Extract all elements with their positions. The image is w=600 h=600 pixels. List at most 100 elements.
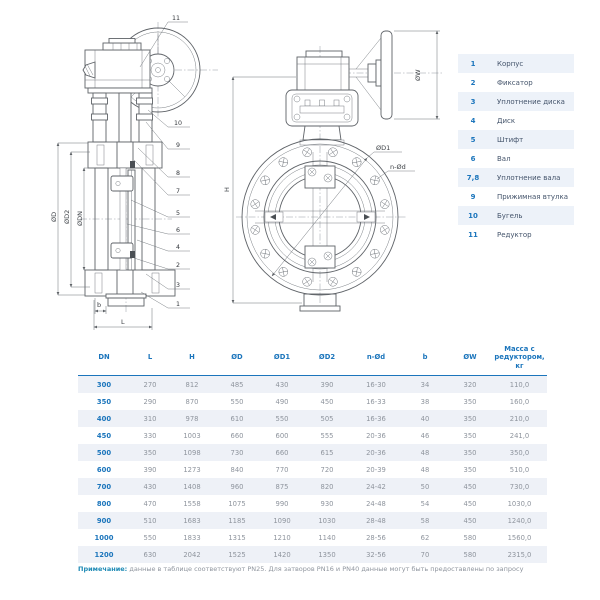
dim-label-l: L [121, 318, 125, 326]
cell-value: 40 [420, 414, 430, 423]
cell-value: 1560,0 [507, 533, 532, 542]
cell-value: 430 [275, 380, 289, 389]
dim-label-odn: ØDN [76, 211, 84, 226]
cell-value: 50 [420, 482, 430, 491]
cell-value: 615 [320, 448, 334, 457]
legend-item-number: 6 [470, 154, 476, 163]
cell-value: 450 [320, 397, 334, 406]
cell-value: 16-30 [366, 380, 386, 389]
cell-value: 960 [230, 482, 244, 491]
legend-item-label: Диск [497, 116, 516, 125]
cell-value: 20-36 [366, 448, 386, 457]
cell-value: 870 [185, 397, 199, 406]
cell-value: 730 [230, 448, 244, 457]
cell-value: 350,0 [509, 448, 530, 457]
cell-value: 2315,0 [507, 550, 532, 559]
column-header: L [147, 353, 153, 362]
legend-item-number: 2 [470, 78, 476, 87]
cell-value: 470 [143, 499, 157, 508]
cell-value: 350 [463, 414, 477, 423]
side-dimensions: ØD ØD2 ØDN b L [50, 142, 153, 330]
cell-value: 550 [143, 533, 157, 542]
cell-value: 32-56 [366, 550, 386, 559]
legend-item: 11 Редуктор [458, 225, 574, 244]
legend-item-number: 11 [468, 230, 478, 239]
side-view: ØD ØD2 ØDN b L 11 10 9 8 7 [50, 15, 218, 330]
cell-value: 930 [320, 499, 334, 508]
cell-value: 485 [230, 380, 244, 389]
cell-dn: 300 [96, 380, 112, 389]
cell-value: 450 [463, 516, 477, 525]
cell-value: 610 [230, 414, 244, 423]
cell-value: 20-39 [366, 465, 386, 474]
legend-item-label: Уплотнение диска [497, 97, 565, 106]
cell-value: 28-56 [366, 533, 386, 542]
cell-value: 430 [143, 482, 157, 491]
cell-value: 875 [275, 482, 289, 491]
cell-value: 390 [143, 465, 157, 474]
yoke-bracket [87, 87, 153, 144]
cell-value: 1833 [183, 533, 201, 542]
cell-value: 1350 [318, 550, 336, 559]
cell-value: 390 [320, 380, 334, 389]
cell-value: 110,0 [509, 380, 530, 389]
cell-value: 1683 [183, 516, 201, 525]
cell-value: 24-48 [366, 499, 386, 508]
column-header: ØD2 [318, 353, 336, 362]
footnote-label: Примечание: [78, 565, 128, 573]
cell-value: 350 [463, 397, 477, 406]
legend-item-number: 7,8 [466, 173, 480, 182]
cell-value: 310 [143, 414, 157, 423]
cell-value: 1098 [183, 448, 201, 457]
cell-value: 510,0 [509, 465, 530, 474]
cell-value: 1090 [273, 516, 291, 525]
cell-value: 1273 [183, 465, 201, 474]
valve-technical-drawing: ØD ØD2 ØDN b L 11 10 9 8 7 [50, 15, 442, 330]
cell-value: 34 [420, 380, 430, 389]
legend-item-label: Фиксатор [497, 78, 533, 87]
cell-value: 550 [230, 397, 244, 406]
cell-value: 1030,0 [507, 499, 532, 508]
cell-value: 290 [143, 397, 157, 406]
callout-8: 8 [176, 170, 180, 177]
cell-value: 505 [320, 414, 334, 423]
cell-value: 350 [463, 431, 477, 440]
legend-item: 7,8 Уплотнение вала [458, 168, 574, 187]
cell-value: 160,0 [509, 397, 530, 406]
legend-item-number: 10 [468, 211, 478, 220]
cell-value: 16-36 [366, 414, 386, 423]
legend-item-label: Уплотнение вала [497, 173, 561, 182]
cell-value: 16-33 [366, 397, 386, 406]
cell-dn: 400 [96, 414, 112, 423]
cell-value: 555 [320, 431, 334, 440]
cell-value: 600 [275, 431, 289, 440]
front-handwheel: ØW [349, 30, 440, 120]
gearbox [82, 38, 151, 89]
cell-value: 1075 [228, 499, 246, 508]
cell-value: 1315 [228, 533, 246, 542]
cell-value: 320 [463, 380, 477, 389]
cell-dn: 700 [96, 482, 112, 491]
cell-value: 812 [185, 380, 199, 389]
cell-value: 580 [463, 550, 477, 559]
legend-item-number: 1 [470, 59, 476, 68]
dim-label-b: b [97, 301, 101, 309]
legend-item-label: Редуктор [497, 230, 532, 239]
cell-value: 2042 [183, 550, 201, 559]
column-header: DN [98, 353, 110, 362]
cell-value: 20-36 [366, 431, 386, 440]
dim-label-od2: ØD2 [63, 210, 71, 224]
cell-value: 1210 [273, 533, 291, 542]
cell-value: 630 [143, 550, 157, 559]
